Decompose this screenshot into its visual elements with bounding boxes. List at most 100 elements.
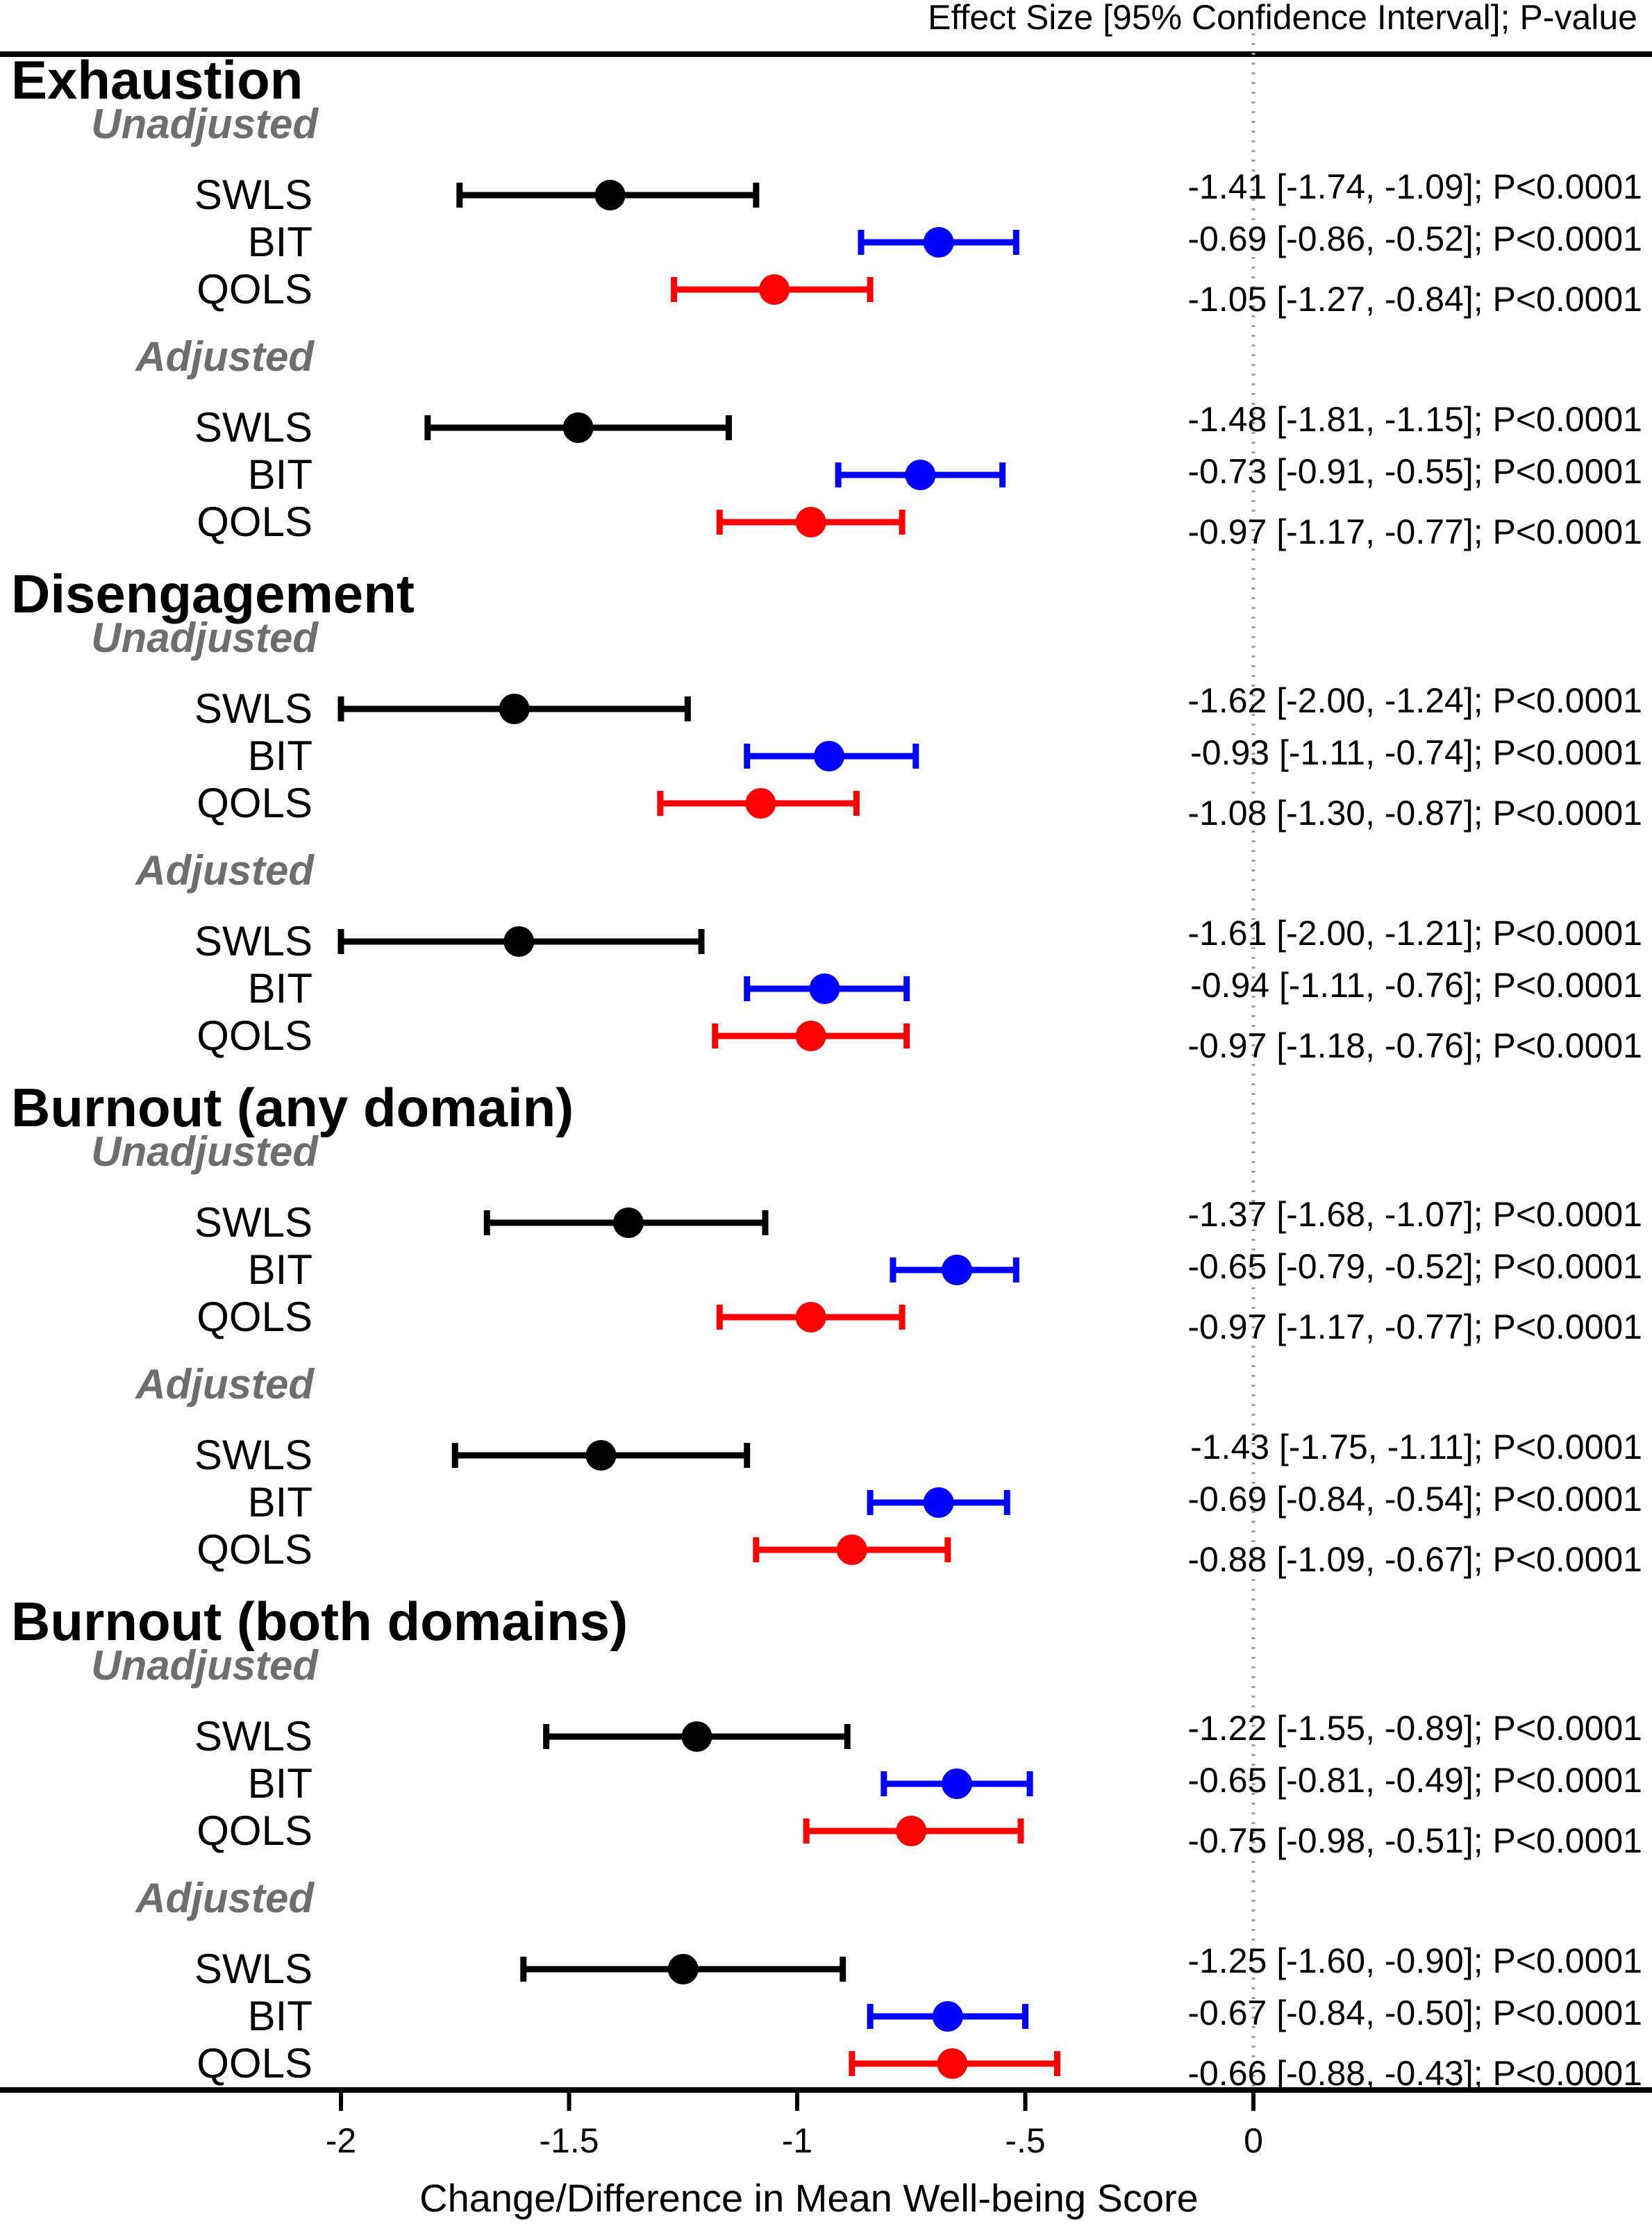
estimate-row bbox=[483, 1207, 769, 1238]
row-label: BIT bbox=[248, 1760, 312, 1807]
x-tick-label: -2 bbox=[326, 2121, 356, 2160]
subgroup-label: Unadjusted bbox=[91, 1128, 319, 1175]
estimate-text: -0.73 [-0.91, -0.55]; P<0.0001 bbox=[1187, 452, 1642, 491]
estimate-row bbox=[337, 926, 705, 957]
estimate-text: -0.88 [-1.09, -0.67]; P<0.0001 bbox=[1187, 1540, 1642, 1579]
row-label: SWLS bbox=[194, 404, 312, 451]
estimate-text: -1.43 [-1.75, -1.11]; P<0.0001 bbox=[1190, 1428, 1642, 1466]
row-label: SWLS bbox=[194, 1713, 312, 1759]
row-label: QOLS bbox=[197, 1012, 312, 1059]
point-estimate bbox=[896, 1816, 927, 1846]
point-estimate bbox=[923, 227, 954, 258]
header-text: Effect Size [95% Confidence Interval]; P… bbox=[928, 0, 1637, 37]
estimate-text: -1.62 [-2.00, -1.24]; P<0.0001 bbox=[1187, 681, 1642, 720]
estimate-row bbox=[520, 1954, 846, 1984]
estimate-text: -0.65 [-0.79, -0.52]; P<0.0001 bbox=[1187, 1247, 1642, 1286]
point-estimate bbox=[759, 274, 790, 305]
row-label: BIT bbox=[248, 1479, 312, 1525]
row-label: BIT bbox=[248, 733, 312, 779]
subgroup-label: Unadjusted bbox=[91, 614, 319, 661]
estimate-row bbox=[716, 1302, 906, 1332]
row-label: QOLS bbox=[197, 1807, 312, 1854]
point-estimate bbox=[813, 741, 844, 771]
estimate-text: -0.69 [-0.86, -0.52]; P<0.0001 bbox=[1187, 219, 1642, 258]
subgroup-label: Unadjusted bbox=[91, 101, 319, 147]
estimate-row bbox=[456, 180, 760, 210]
point-estimate bbox=[795, 507, 826, 537]
estimate-row bbox=[881, 1769, 1033, 1799]
estimate-text: -1.25 [-1.60, -0.90]; P<0.0001 bbox=[1187, 1941, 1642, 1980]
x-tick-label: -1.5 bbox=[539, 2121, 599, 2160]
x-tick-label: -1 bbox=[782, 2121, 812, 2160]
estimate-text: -1.08 [-1.30, -0.87]; P<0.0001 bbox=[1187, 794, 1642, 833]
estimate-row bbox=[753, 1535, 951, 1565]
estimate-row bbox=[424, 412, 732, 443]
estimate-text: -0.97 [-1.17, -0.77]; P<0.0001 bbox=[1187, 1307, 1642, 1346]
point-estimate bbox=[667, 1954, 699, 1984]
row-label: BIT bbox=[248, 1993, 312, 2039]
point-estimate bbox=[745, 788, 776, 819]
group-title: Disengagement bbox=[11, 563, 415, 624]
point-estimate bbox=[585, 1440, 617, 1471]
estimate-text: -0.97 [-1.18, -0.76]; P<0.0001 bbox=[1187, 1026, 1642, 1065]
row-label: BIT bbox=[248, 451, 312, 498]
point-estimate bbox=[503, 926, 535, 957]
estimate-text: -1.41 [-1.74, -1.09]; P<0.0001 bbox=[1187, 167, 1642, 206]
estimate-text: -1.48 [-1.81, -1.15]; P<0.0001 bbox=[1187, 400, 1642, 439]
group-title: Burnout (any domain) bbox=[11, 1077, 574, 1138]
row-label: SWLS bbox=[194, 685, 312, 732]
estimate-text: -0.75 [-0.98, -0.51]; P<0.0001 bbox=[1187, 1821, 1642, 1860]
row-label: QOLS bbox=[197, 2040, 312, 2087]
point-estimate bbox=[836, 1535, 867, 1565]
estimate-row bbox=[867, 1487, 1010, 1518]
estimate-row bbox=[657, 788, 860, 819]
estimate-text: -1.05 [-1.27, -0.84]; P<0.0001 bbox=[1187, 280, 1642, 319]
estimate-row bbox=[543, 1721, 851, 1752]
group-title: Exhaustion bbox=[11, 49, 303, 110]
estimate-row bbox=[803, 1816, 1024, 1846]
point-estimate bbox=[681, 1721, 712, 1752]
point-estimate bbox=[612, 1207, 644, 1238]
point-estimate bbox=[809, 973, 840, 1004]
x-tick-label: -.5 bbox=[1005, 2121, 1045, 2160]
row-label: QOLS bbox=[197, 780, 312, 826]
row-label: SWLS bbox=[194, 918, 312, 964]
subgroup-label: Adjusted bbox=[134, 333, 315, 380]
point-estimate bbox=[795, 1302, 826, 1332]
row-label: SWLS bbox=[194, 1946, 312, 1992]
estimate-row bbox=[337, 694, 691, 724]
subgroup-label: Adjusted bbox=[134, 1361, 315, 1407]
row-label: QOLS bbox=[197, 1294, 312, 1340]
estimate-row bbox=[744, 973, 910, 1004]
estimate-text: -0.65 [-0.81, -0.49]; P<0.0001 bbox=[1187, 1761, 1642, 1800]
row-label: BIT bbox=[248, 965, 312, 1012]
point-estimate bbox=[932, 2001, 963, 2032]
subgroup-label: Adjusted bbox=[134, 847, 315, 894]
subgroup-label: Unadjusted bbox=[91, 1642, 319, 1689]
estimate-text: -1.61 [-2.00, -1.21]; P<0.0001 bbox=[1187, 914, 1642, 953]
estimate-text: -1.37 [-1.68, -1.07]; P<0.0001 bbox=[1187, 1195, 1642, 1234]
row-label: QOLS bbox=[197, 499, 312, 545]
row-label: SWLS bbox=[194, 1432, 312, 1478]
point-estimate bbox=[905, 460, 936, 490]
row-label: BIT bbox=[248, 219, 312, 265]
estimate-row bbox=[867, 2001, 1028, 2032]
estimate-text: -1.22 [-1.55, -0.89]; P<0.0001 bbox=[1187, 1709, 1642, 1748]
estimate-row bbox=[716, 507, 906, 537]
point-estimate bbox=[937, 2048, 968, 2079]
estimate-text: -0.66 [-0.88, -0.43]; P<0.0001 bbox=[1187, 2054, 1642, 2093]
point-estimate bbox=[562, 412, 594, 443]
x-axis-title: Change/Difference in Mean Well-being Sco… bbox=[419, 2176, 1199, 2220]
point-estimate bbox=[941, 1769, 972, 1799]
point-estimate bbox=[499, 694, 530, 724]
estimate-row bbox=[849, 2048, 1060, 2079]
row-label: QOLS bbox=[197, 1526, 312, 1573]
estimate-row bbox=[451, 1440, 751, 1471]
estimate-row bbox=[712, 1021, 910, 1051]
estimate-row bbox=[671, 274, 874, 305]
row-label: SWLS bbox=[194, 172, 312, 218]
row-label: BIT bbox=[248, 1246, 312, 1293]
estimate-row bbox=[890, 1255, 1019, 1285]
